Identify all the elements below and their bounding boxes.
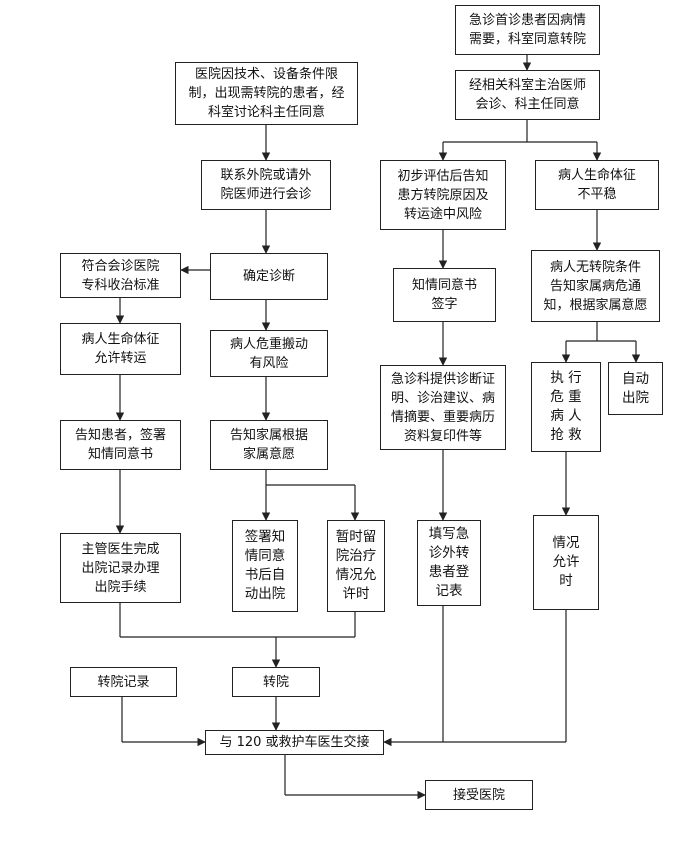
node-inform-family: 告知家属根据 家属意愿 [210, 420, 328, 470]
node-hospital-limitation: 医院因技术、设备条件限 制，出现需转院的患者，经 科室讨论科主任同意 [175, 62, 358, 125]
node-condition-permits: 情况 允许 时 [533, 515, 599, 610]
node-transfer: 转院 [232, 667, 320, 697]
node-inform-patient-sign: 告知患者，签署 知情同意书 [60, 420, 181, 470]
node-vitals-unstable: 病人生命体征 不平稳 [535, 160, 659, 210]
node-meets-admission-criteria: 符合会诊医院 专科收治标准 [60, 253, 181, 298]
node-preliminary-assessment: 初步评估后告知 患方转院原因及 转运途中风险 [380, 160, 506, 230]
node-emergency-first-visit: 急诊首诊患者因病情 需要，科室同意转院 [455, 5, 600, 55]
node-confirm-diagnosis: 确定诊断 [210, 253, 328, 300]
node-sign-then-discharge: 签署知 情同意 书后自 动出院 [232, 520, 298, 612]
node-consultation-approval: 经相关科室主治医师 会诊、科主任同意 [455, 70, 600, 120]
node-critical-rescue: 执 行 危 重 病 人 抢 救 [531, 362, 601, 452]
node-consent-form-signing: 知情同意书 签字 [393, 268, 496, 322]
node-handover-ambulance: 与 120 或救护车医生交接 [205, 730, 384, 755]
node-transfer-record: 转院记录 [70, 667, 177, 697]
node-temporary-stay: 暂时留 院治疗 情况允 许时 [327, 520, 385, 612]
node-provide-medical-documents: 急诊科提供诊断证 明、诊治建议、病 情摘要、重要病历 资料复印件等 [380, 365, 506, 450]
node-contact-external-hospital: 联系外院或请外 院医师进行会诊 [201, 160, 331, 210]
node-vitals-allow-transport: 病人生命体征 允许转运 [60, 323, 181, 375]
node-no-transfer-condition: 病人无转院条件 告知家属病危通 知，根据家属意愿 [531, 250, 660, 322]
node-critical-moving-risk: 病人危重搬动 有风险 [210, 330, 328, 377]
node-voluntary-discharge: 自动 出院 [608, 362, 663, 415]
node-fill-transfer-register: 填写急 诊外转 患者登 记表 [417, 520, 481, 606]
node-discharge-procedures: 主管医生完成 出院记录办理 出院手续 [60, 533, 181, 603]
node-receiving-hospital: 接受医院 [425, 780, 533, 810]
